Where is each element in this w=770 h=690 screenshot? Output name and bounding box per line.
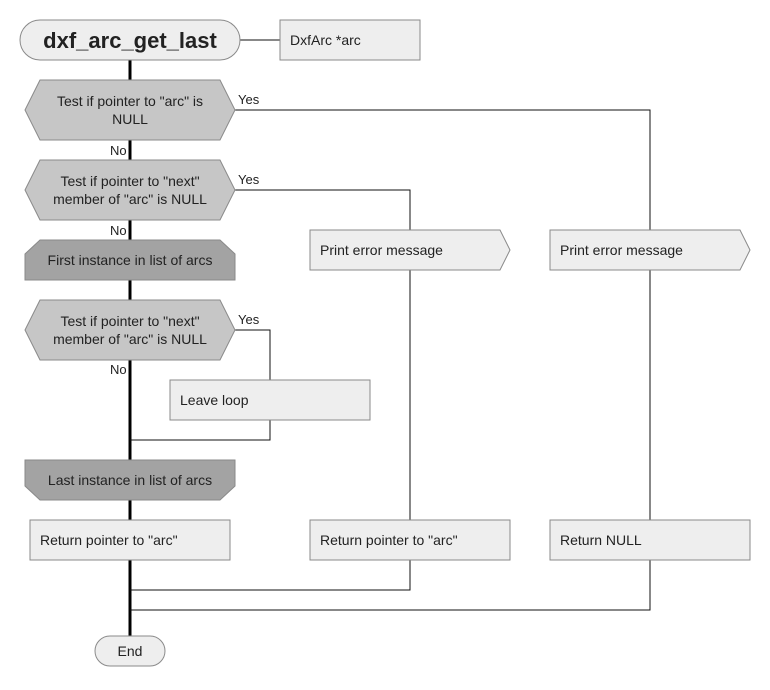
print-error-2: Print error message <box>549 229 751 271</box>
return-null-label: Return NULL <box>560 532 642 548</box>
start-terminal: dxf_arc_get_last <box>19 19 241 61</box>
return-arc-mid: Return pointer to "arc" <box>309 519 511 561</box>
edge-yes-2: Yes <box>238 172 260 187</box>
loop-start-label: First instance in list of arcs <box>48 252 213 268</box>
end-label: End <box>118 643 143 659</box>
leave-loop-box: Leave loop <box>169 379 371 421</box>
decision-arc-null-line2: NULL <box>112 111 148 127</box>
edge-no-3: No <box>110 362 127 377</box>
decision-next-null: Test if pointer to "next" member of "arc… <box>24 159 236 221</box>
edge-no-1: No <box>110 143 127 158</box>
edge-yes-3: Yes <box>238 312 260 327</box>
decision-arc-null: Test if pointer to "arc" is NULL <box>24 79 236 141</box>
loop-end: Last instance in list of arcs <box>24 459 236 501</box>
return-arc-main-label: Return pointer to "arc" <box>40 532 178 548</box>
end-terminal: End <box>94 635 166 667</box>
decision-loop-next-line2: member of "arc" is NULL <box>53 331 207 347</box>
return-arc-mid-label: Return pointer to "arc" <box>320 532 458 548</box>
decision-arc-null-line1: Test if pointer to "arc" is <box>57 93 203 109</box>
yes-branch-arc-null <box>130 109 651 611</box>
decision-loop-next-line1: Test if pointer to "next" <box>60 313 199 329</box>
yes-branch-next-null <box>130 189 411 591</box>
edge-no-2: No <box>110 223 127 238</box>
parameter-label: DxfArc *arc <box>290 32 361 48</box>
start-label: dxf_arc_get_last <box>43 28 217 53</box>
loop-start: First instance in list of arcs <box>24 239 236 281</box>
print-error-2-label: Print error message <box>560 242 683 258</box>
leave-loop-label: Leave loop <box>180 392 249 408</box>
decision-next-null-line2: member of "arc" is NULL <box>53 191 207 207</box>
print-error-1-label: Print error message <box>320 242 443 258</box>
edge-yes-1: Yes <box>238 92 260 107</box>
print-error-1: Print error message <box>309 229 511 271</box>
loop-end-label: Last instance in list of arcs <box>48 472 212 488</box>
decision-loop-next: Test if pointer to "next" member of "arc… <box>24 299 236 361</box>
decision-next-null-line1: Test if pointer to "next" <box>60 173 199 189</box>
return-null: Return NULL <box>549 519 751 561</box>
return-arc-main: Return pointer to "arc" <box>29 519 231 561</box>
parameter-box: DxfArc *arc <box>279 19 421 61</box>
